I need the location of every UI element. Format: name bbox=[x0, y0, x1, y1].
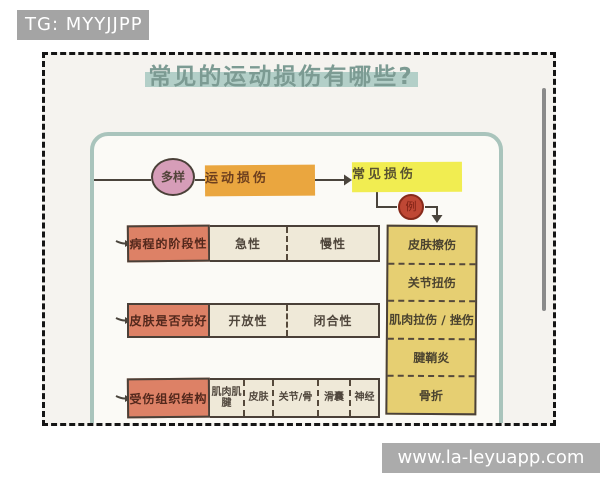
injury-sprain: 关节扭伤 bbox=[388, 262, 476, 301]
row-values-stage: 急性 慢性 bbox=[210, 225, 380, 262]
page-title: 常见的运动损伤有哪些? bbox=[148, 64, 414, 90]
value-joint-bone: 关节/骨 bbox=[272, 380, 317, 416]
row-values-skin-intact: 开放性 闭合性 bbox=[210, 303, 380, 338]
title-highlight-bar bbox=[145, 72, 418, 87]
example-marker-circle: 例 bbox=[398, 194, 424, 220]
topic-node-box: 运动损伤 bbox=[204, 164, 316, 197]
photo-edge-line bbox=[542, 88, 546, 311]
injury-tenosynovitis: 腱鞘炎 bbox=[387, 337, 475, 376]
value-chronic: 慢性 bbox=[286, 227, 378, 260]
row-label-stage: 病程的阶段性 bbox=[126, 224, 211, 263]
mindmap-card: 多样 运动损伤 常见损伤 例 病程的阶段性 急性 慢性 皮肤是否完好 开放性 闭… bbox=[90, 132, 503, 423]
diagram-photo: 常见的运动损伤有哪些? 多样 运动损伤 常见损 bbox=[42, 52, 556, 426]
telegram-watermark-badge: TG: MYYJJPP bbox=[17, 10, 149, 40]
subtopic-node-box: 常见损伤 bbox=[351, 161, 463, 193]
value-open: 开放性 bbox=[228, 314, 268, 328]
value-acute: 急性 bbox=[234, 237, 261, 251]
injury-abrasion: 皮肤擦伤 bbox=[407, 238, 457, 253]
common-injury-list: 皮肤擦伤 关节扭伤 肌肉拉伤 / 挫伤 腱鞘炎 骨折 bbox=[385, 224, 478, 416]
injury-fracture: 骨折 bbox=[387, 375, 475, 414]
row-label-tissue: 受伤组织结构 bbox=[126, 377, 211, 419]
value-nerve: 神经 bbox=[349, 380, 378, 416]
value-bursa: 滑囊 bbox=[317, 380, 349, 416]
value-closed: 闭合性 bbox=[286, 305, 378, 336]
value-muscle-tendon: 肌肉肌腱 bbox=[211, 386, 242, 410]
row-label-skin-intact: 皮肤是否完好 bbox=[127, 303, 210, 338]
injury-strain-contusion: 肌肉拉伤 / 挫伤 bbox=[387, 299, 476, 339]
website-watermark-badge: www.la-leyuapp.com bbox=[382, 443, 600, 473]
row-values-tissue: 肌肉肌腱 皮肤 关节/骨 滑囊 神经 bbox=[210, 378, 380, 418]
root-node-ellipse: 多样 bbox=[151, 158, 195, 196]
value-skin: 皮肤 bbox=[243, 380, 272, 416]
